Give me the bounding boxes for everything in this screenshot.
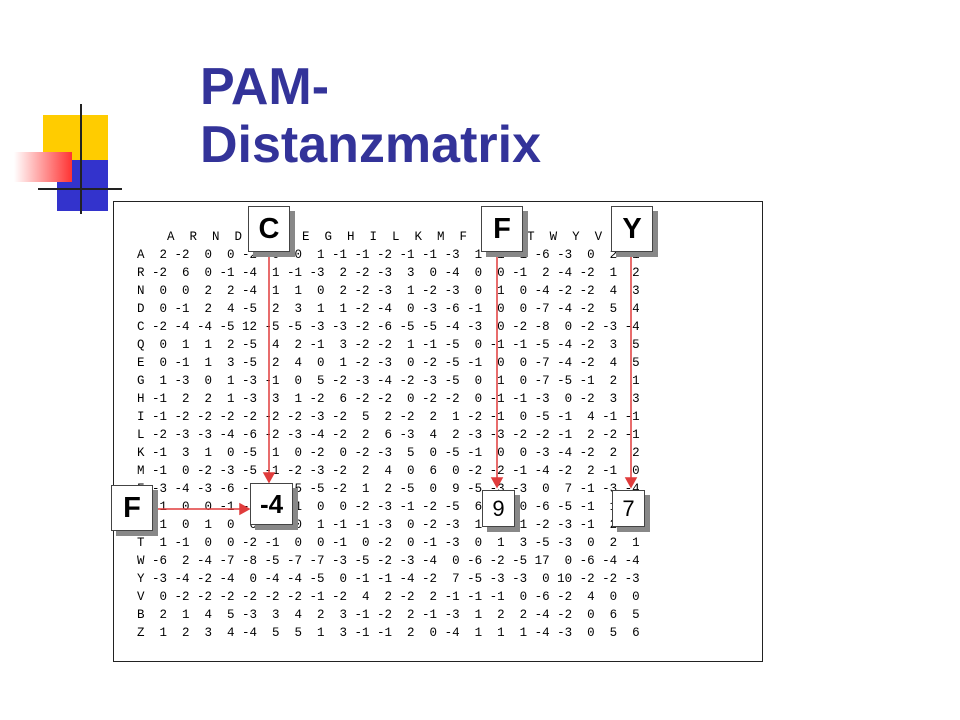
matrix-row: Z 1 2 3 4 -4 5 5 1 3 -1 -1 2 0 -4 1 1 1 … xyxy=(137,626,640,640)
matrix-row-values: 1 -3 0 1 -3 -1 0 5 -2 -3 -4 -2 -3 -5 0 1… xyxy=(159,374,640,388)
matrix-row-label: B xyxy=(137,608,145,622)
matrix-row-label: H xyxy=(137,392,145,406)
deco-vertical-line xyxy=(80,104,82,214)
slide-title: PAM- Distanzmatrix xyxy=(200,58,800,174)
matrix-row: B 2 1 4 5 -3 3 4 2 3 -1 -2 2 -1 -3 1 2 2… xyxy=(137,608,640,622)
matrix-row: Q 0 1 1 2 -5 4 2 -1 3 -2 -2 1 -1 -5 0 -1… xyxy=(137,338,640,352)
arrowhead-y xyxy=(624,477,638,489)
matrix-row-label: L xyxy=(137,428,145,442)
matrix-row-label: I xyxy=(137,410,145,424)
matrix-row: E 0 -1 1 3 -5 2 4 0 1 -2 -3 0 -2 -5 -1 0… xyxy=(137,356,640,370)
arrowhead-f xyxy=(490,477,504,489)
matrix-row: G 1 -3 0 1 -3 -1 0 5 -2 -3 -4 -2 -3 -5 0… xyxy=(137,374,640,388)
deco-horizontal-line xyxy=(38,188,122,190)
matrix-row-values: -3 -4 -2 -4 0 -4 -4 -5 0 -1 -1 -4 -2 7 -… xyxy=(152,572,640,586)
pam-distance-matrix: A R N D C Q E G H I L K M F P S T W Y V … xyxy=(137,228,647,642)
matrix-row: F -3 -4 -3 -6 -4 -5 -5 -5 -2 1 2 -5 0 9 … xyxy=(137,482,640,496)
matrix-row-values: -2 -3 -3 -4 -6 -2 -3 -4 -2 2 6 -3 4 2 -3… xyxy=(152,428,640,442)
matrix-row-label: M xyxy=(137,464,145,478)
matrix-row: T 1 -1 0 0 -2 -1 0 0 -1 0 -2 0 -1 -3 0 1… xyxy=(137,536,640,550)
matrix-row: A 2 -2 0 0 -2 0 0 1 -1 -1 -2 -1 -1 -3 1 … xyxy=(137,248,640,262)
matrix-row-values: 0 -1 2 4 -5 2 3 1 1 -2 -4 0 -3 -6 -1 0 0… xyxy=(159,302,640,316)
callout-value-f-y: 7 xyxy=(612,490,645,527)
matrix-row-label: C xyxy=(137,320,145,334)
matrix-row-label: W xyxy=(137,554,145,568)
matrix-row-values: -2 6 0 -1 -4 1 -1 -3 2 -2 -3 3 0 -4 0 0 … xyxy=(152,266,640,280)
matrix-row-values: -6 2 -4 -7 -8 -5 -7 -7 -3 -5 -2 -3 -4 0 … xyxy=(152,554,640,568)
matrix-row-values: 0 1 1 2 -5 4 2 -1 3 -2 -2 1 -1 -5 0 -1 -… xyxy=(159,338,640,352)
matrix-row-label: Y xyxy=(137,572,145,586)
matrix-row-label: N xyxy=(137,284,145,298)
matrix-row-values: 1 2 3 4 -4 5 5 1 3 -1 -1 2 0 -4 1 1 1 -4… xyxy=(159,626,640,640)
matrix-row-label: G xyxy=(137,374,145,388)
matrix-row-values: 0 0 2 2 -4 1 1 0 2 -2 -3 1 -2 -3 0 1 0 -… xyxy=(159,284,640,298)
deco-red-square xyxy=(14,152,72,182)
slide-title-line1: PAM- xyxy=(200,58,330,116)
slide-title-line2: Distanzmatrix xyxy=(200,116,541,174)
matrix-row-label: K xyxy=(137,446,145,460)
callout-column-y: Y xyxy=(611,206,653,252)
matrix-row-values: 0 -2 -2 -2 -2 -2 -2 -1 -2 4 2 -2 2 -1 -1… xyxy=(159,590,640,604)
matrix-row-label: A xyxy=(137,248,145,262)
matrix-row-values: 1 -1 0 0 -2 -1 0 0 -1 0 -2 0 -1 -3 0 1 3… xyxy=(159,536,640,550)
matrix-row-values: 2 -2 0 0 -2 0 0 1 -1 -1 -2 -1 -1 -3 1 1 … xyxy=(159,248,640,262)
matrix-row-label: E xyxy=(137,356,145,370)
matrix-row: H -1 2 2 1 -3 3 1 -2 6 -2 -2 0 -2 -2 0 -… xyxy=(137,392,640,406)
callout-column-c: C xyxy=(248,206,290,252)
matrix-row-values: -1 3 1 0 -5 1 0 -2 0 -2 -3 5 0 -5 -1 0 0… xyxy=(152,446,640,460)
matrix-row-label: T xyxy=(137,536,145,550)
matrix-row-values: -1 2 2 1 -3 3 1 -2 6 -2 -2 0 -2 -2 0 -1 … xyxy=(152,392,640,406)
matrix-frame xyxy=(113,201,763,662)
matrix-row: R -2 6 0 -1 -4 1 -1 -3 2 -2 -3 3 0 -4 0 … xyxy=(137,266,640,280)
callout-value-f-f: 9 xyxy=(482,490,515,527)
matrix-row-values: 0 -1 1 3 -5 2 4 0 1 -2 -3 0 -2 -5 -1 0 0… xyxy=(159,356,640,370)
matrix-row-values: 2 1 4 5 -3 3 4 2 3 -1 -2 2 -1 -3 1 2 2 -… xyxy=(159,608,640,622)
callout-row-f: F xyxy=(111,485,153,531)
matrix-row-label: Q xyxy=(137,338,145,352)
matrix-row: L -2 -3 -3 -4 -6 -2 -3 -4 -2 2 6 -3 4 2 … xyxy=(137,428,640,442)
arrowhead-row-f xyxy=(239,502,251,516)
arrowhead-c xyxy=(262,472,276,484)
callout-value-f-c: -4 xyxy=(250,483,293,525)
matrix-row: W -6 2 -4 -7 -8 -5 -7 -7 -3 -5 -2 -3 -4 … xyxy=(137,554,640,568)
matrix-row-label: D xyxy=(137,302,145,316)
matrix-row-label: Z xyxy=(137,626,145,640)
matrix-row: Y -3 -4 -2 -4 0 -4 -4 -5 0 -1 -1 -4 -2 7… xyxy=(137,572,640,586)
matrix-row-label: R xyxy=(137,266,145,280)
matrix-row: D 0 -1 2 4 -5 2 3 1 1 -2 -4 0 -3 -6 -1 0… xyxy=(137,302,640,316)
matrix-row-values: -3 -4 -3 -6 -4 -5 -5 -5 -2 1 2 -5 0 9 -5… xyxy=(152,482,640,496)
matrix-row: K -1 3 1 0 -5 1 0 -2 0 -2 -3 5 0 -5 -1 0… xyxy=(137,446,640,460)
matrix-row: N 0 0 2 2 -4 1 1 0 2 -2 -3 1 -2 -3 0 1 0… xyxy=(137,284,640,298)
matrix-row: V 0 -2 -2 -2 -2 -2 -2 -1 -2 4 2 -2 2 -1 … xyxy=(137,590,640,604)
matrix-row-label: V xyxy=(137,590,145,604)
callout-column-f: F xyxy=(481,206,523,252)
